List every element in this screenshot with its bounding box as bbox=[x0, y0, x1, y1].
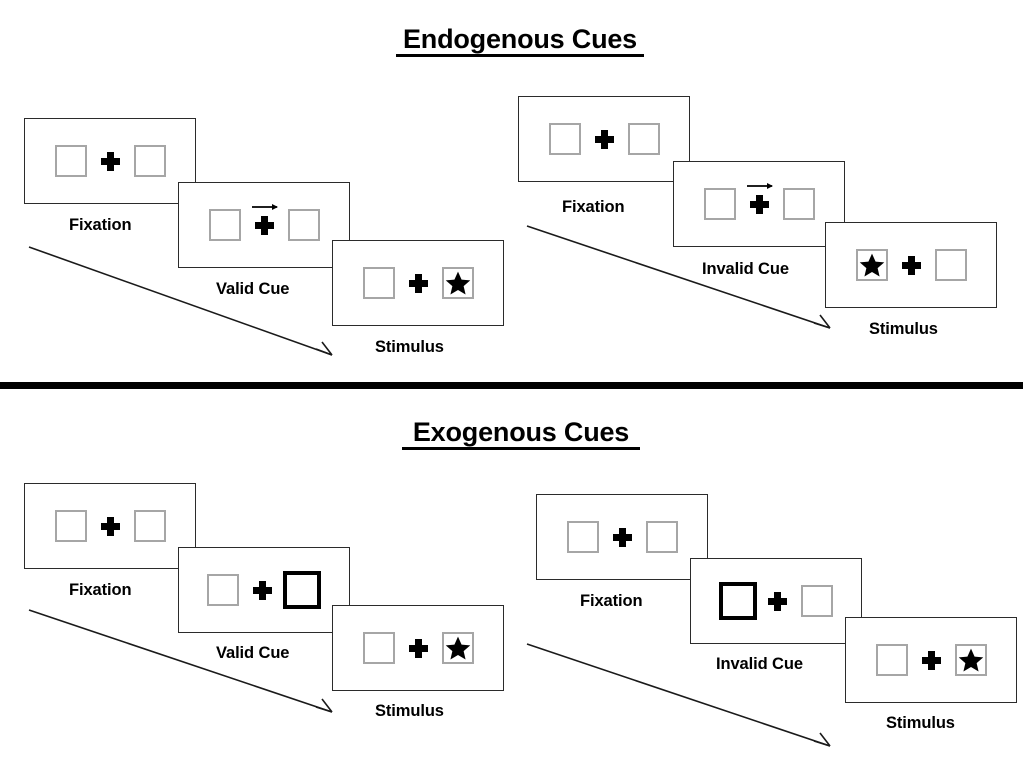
trial-panel-invalid-cue bbox=[673, 161, 845, 247]
panel-caption-invalid-cue: Invalid Cue bbox=[702, 260, 789, 278]
panel-caption-valid-cue: Valid Cue bbox=[216, 644, 290, 662]
star-target-icon bbox=[445, 271, 470, 295]
panel-display-area bbox=[25, 119, 195, 203]
right-placeholder-box bbox=[133, 510, 166, 542]
trial-panel-fixation bbox=[24, 118, 196, 204]
trial-panel-valid-cue bbox=[178, 547, 350, 633]
right-placeholder-box bbox=[287, 209, 320, 241]
panel-caption-fixation: Fixation bbox=[562, 198, 625, 216]
trial-panel-fixation bbox=[518, 96, 690, 182]
trial-panel-stimulus bbox=[332, 605, 504, 691]
trial-panel-stimulus bbox=[825, 222, 997, 308]
fixation-plus-icon bbox=[612, 527, 632, 547]
right-placeholder-box bbox=[782, 188, 815, 220]
left-placeholder-box bbox=[548, 123, 581, 155]
panel-display-area bbox=[826, 223, 996, 307]
left-placeholder-box bbox=[54, 145, 87, 177]
panel-caption-valid-cue: Valid Cue bbox=[216, 280, 290, 298]
panel-display-area bbox=[674, 162, 844, 246]
panel-caption-stimulus: Stimulus bbox=[869, 320, 938, 338]
fixation-plus-icon bbox=[901, 255, 921, 275]
left-cued-box bbox=[719, 582, 757, 620]
panel-caption-invalid-cue: Invalid Cue bbox=[716, 655, 803, 673]
trial-panel-valid-cue bbox=[178, 182, 350, 268]
fixation-plus-icon bbox=[253, 580, 272, 600]
right-target-box bbox=[441, 267, 474, 299]
panel-display-area bbox=[537, 495, 707, 579]
fixation-plus-icon bbox=[408, 273, 428, 293]
panel-display-area bbox=[179, 183, 349, 267]
fixation-plus-icon bbox=[254, 215, 274, 235]
fixation-plus-icon bbox=[594, 129, 614, 149]
left-placeholder-box bbox=[875, 644, 908, 676]
panel-display-area bbox=[691, 559, 861, 643]
fixation-plus-icon bbox=[100, 151, 120, 171]
right-placeholder-box bbox=[801, 585, 833, 617]
fixation-plus-icon bbox=[408, 638, 428, 658]
left-placeholder-box bbox=[362, 267, 395, 299]
panel-display-area bbox=[179, 548, 349, 632]
left-placeholder-box bbox=[703, 188, 736, 220]
trial-panel-stimulus bbox=[845, 617, 1017, 703]
left-target-box bbox=[855, 249, 888, 281]
star-target-icon bbox=[445, 636, 470, 660]
star-target-icon bbox=[859, 253, 884, 277]
panel-caption-fixation: Fixation bbox=[69, 581, 132, 599]
left-placeholder-box bbox=[54, 510, 87, 542]
panel-caption-fixation: Fixation bbox=[580, 592, 643, 610]
panel-display-area bbox=[25, 484, 195, 568]
panel-caption-stimulus: Stimulus bbox=[375, 338, 444, 356]
left-placeholder-box bbox=[362, 632, 395, 664]
panel-display-area bbox=[846, 618, 1016, 702]
panel-caption-stimulus: Stimulus bbox=[886, 714, 955, 732]
trial-panel-invalid-cue bbox=[690, 558, 862, 644]
right-placeholder-box bbox=[645, 521, 678, 553]
star-target-icon bbox=[958, 648, 983, 672]
trial-panel-fixation bbox=[24, 483, 196, 569]
right-target-box bbox=[954, 644, 987, 676]
trial-panel-fixation bbox=[536, 494, 708, 580]
left-placeholder-box bbox=[566, 521, 599, 553]
left-placeholder-box bbox=[207, 574, 239, 606]
panel-display-area bbox=[519, 97, 689, 181]
right-placeholder-box bbox=[133, 145, 166, 177]
left-placeholder-box bbox=[208, 209, 241, 241]
panel-caption-fixation: Fixation bbox=[69, 216, 132, 234]
fixation-plus-icon bbox=[921, 650, 941, 670]
right-placeholder-box bbox=[627, 123, 660, 155]
trial-panel-stimulus bbox=[332, 240, 504, 326]
panel-display-area bbox=[333, 241, 503, 325]
section-divider bbox=[0, 382, 1023, 389]
section-title-endogenous: Endogenous Cues bbox=[396, 25, 644, 58]
panel-display-area bbox=[333, 606, 503, 690]
panel-caption-stimulus: Stimulus bbox=[375, 702, 444, 720]
fixation-plus-icon bbox=[749, 194, 769, 214]
right-placeholder-box bbox=[934, 249, 967, 281]
right-target-box bbox=[441, 632, 474, 664]
section-title-exogenous: Exogenous Cues bbox=[402, 418, 640, 451]
fixation-plus-icon bbox=[100, 516, 120, 536]
right-cued-box bbox=[283, 571, 321, 609]
fixation-plus-icon bbox=[768, 591, 787, 611]
